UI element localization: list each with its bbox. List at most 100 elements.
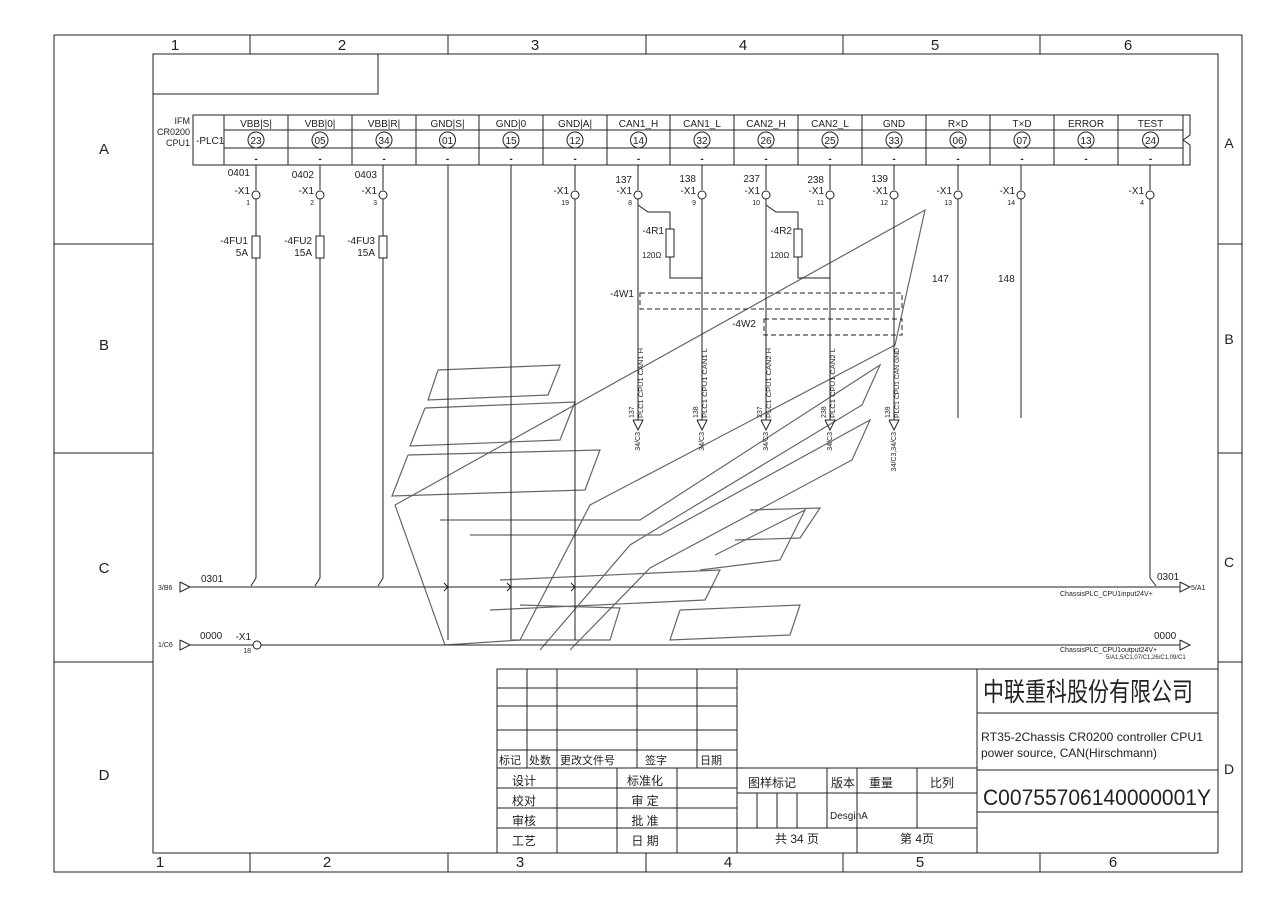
column-label-top: 1 bbox=[171, 37, 179, 54]
bus-0000-in-arrow bbox=[179, 639, 192, 651]
signal-arrow bbox=[760, 419, 772, 432]
terminal-tag: -X1 bbox=[999, 186, 1015, 197]
terminal-circle bbox=[378, 190, 388, 200]
signal-arrow bbox=[632, 419, 644, 432]
resistor-lead bbox=[765, 204, 799, 229]
company-name: 中联重科股份有限公司 bbox=[983, 677, 1193, 707]
resistor-tag: -4R1 bbox=[642, 226, 664, 237]
resistor-symbol bbox=[793, 228, 803, 258]
resistor-value: 120Ω bbox=[642, 251, 661, 260]
plc-pin-name: CAN2_L bbox=[811, 119, 849, 130]
bus-crossing bbox=[443, 582, 449, 592]
terminal-circle bbox=[315, 190, 325, 200]
signal-ref: 34/C3 bbox=[763, 432, 770, 451]
terminal-tag: -X1 bbox=[744, 186, 760, 197]
plc-pin-dot: - bbox=[1020, 154, 1023, 165]
approval-role: 日 期 bbox=[631, 834, 658, 848]
terminal-wire-number: 138 bbox=[679, 174, 696, 185]
terminal-number: 8 bbox=[628, 200, 632, 207]
approval-role: 设计 bbox=[512, 774, 536, 788]
approval-role: 审核 bbox=[512, 813, 536, 828]
bus-0000-out-arrow bbox=[1179, 639, 1192, 651]
bus-0000-wire-right: 0000 bbox=[1154, 631, 1177, 642]
cable-4w1 bbox=[639, 292, 903, 310]
plc-pin-dot: - bbox=[892, 154, 895, 165]
plc-pin-name: GND|0 bbox=[496, 119, 527, 130]
fuse-rating: 5A bbox=[236, 248, 249, 259]
approval-role: 批 准 bbox=[631, 813, 658, 828]
plc-pin-name: R×D bbox=[948, 119, 968, 130]
plc-pin-circle bbox=[1013, 131, 1031, 149]
plc-pin-name: TEST bbox=[1138, 119, 1164, 130]
watermark-logo bbox=[391, 208, 926, 651]
plc-pin-name: GND|A| bbox=[558, 119, 592, 130]
resistor-tag: -4R2 bbox=[770, 226, 792, 237]
terminal-circle bbox=[761, 190, 771, 200]
attribute-header: 比列 bbox=[930, 776, 954, 790]
terminal-wire-number: 237 bbox=[743, 174, 760, 185]
plc-pin-dot: - bbox=[1084, 154, 1087, 165]
terminal-tag: -X1 bbox=[361, 186, 377, 197]
signal-arrow bbox=[824, 419, 836, 432]
bus-0000-from-ref: 1/C6 bbox=[158, 642, 173, 649]
plc-pin-circle bbox=[693, 131, 711, 149]
column-label-bottom: 5 bbox=[916, 854, 924, 871]
row-label-right: C bbox=[1224, 554, 1234, 570]
bus-0000-terminal-tag: -X1 bbox=[235, 632, 251, 643]
terminal-number: 2 bbox=[310, 200, 314, 207]
terminal-tag: -X1 bbox=[872, 186, 888, 197]
terminal-number: 9 bbox=[692, 200, 696, 207]
bus-0000-terminal bbox=[252, 640, 262, 650]
plc-model: CR0200 bbox=[157, 127, 190, 137]
bus-0301-out-arrow bbox=[1179, 581, 1192, 593]
terminal-circle bbox=[697, 190, 707, 200]
column-label-top: 2 bbox=[338, 37, 346, 54]
cable-4w2 bbox=[763, 318, 903, 336]
plc-pin-circle bbox=[630, 131, 647, 149]
terminal-number: 11 bbox=[817, 200, 824, 207]
row-label-right: A bbox=[1224, 135, 1234, 151]
row-label-right: B bbox=[1224, 331, 1233, 347]
terminal-circle bbox=[570, 190, 580, 200]
plc-pin-name: T×D bbox=[1012, 119, 1031, 130]
terminal-wire-number: 137 bbox=[615, 175, 632, 186]
terminal-circle bbox=[825, 190, 835, 200]
terminal-wire-number: 238 bbox=[807, 175, 824, 186]
resistor-lead bbox=[637, 204, 671, 229]
terminal-circle bbox=[1145, 190, 1155, 200]
plc-pin-name: VBB|S| bbox=[240, 119, 272, 130]
plc-pin-name: CAN1_H bbox=[619, 119, 658, 130]
terminal-tag: -X1 bbox=[680, 186, 696, 197]
signal-ref: 34/C3,34/C3 bbox=[891, 432, 898, 471]
plc-pin-circle bbox=[885, 131, 903, 149]
bus-0301-to-ref: 5/A1 bbox=[1191, 585, 1206, 592]
plc-pin-number: 13 bbox=[1080, 136, 1092, 147]
revision-header: 日期 bbox=[700, 754, 722, 767]
column-label-top: 4 bbox=[739, 37, 747, 54]
signal-arrow bbox=[696, 419, 708, 432]
row-label-left: A bbox=[99, 141, 109, 158]
plc-pin-circle bbox=[311, 131, 329, 149]
plc-pin-circle bbox=[439, 131, 456, 149]
cable-4w2-label: -4W2 bbox=[732, 319, 756, 330]
plc-maker: IFM bbox=[175, 116, 191, 126]
plc-pin-number: 32 bbox=[696, 136, 708, 147]
plc-table-end-cap bbox=[1182, 139, 1191, 166]
plc-pin-number: 06 bbox=[952, 136, 964, 147]
row-label-left: D bbox=[99, 767, 110, 784]
fuse-tag: -4FU2 bbox=[284, 236, 312, 247]
plc-pin-name: VBB|0| bbox=[305, 119, 336, 130]
plc-pin-circle bbox=[375, 131, 393, 149]
plc-pin-name: CAN1_L bbox=[683, 119, 721, 130]
plc-pin-dot: - bbox=[828, 154, 831, 165]
terminal-tag: -X1 bbox=[1128, 186, 1144, 197]
plc-pin-dot: - bbox=[700, 154, 703, 165]
plc-pin-circle bbox=[502, 131, 520, 149]
plc-pin-dot: - bbox=[637, 154, 640, 165]
plc-pin-dot: - bbox=[1149, 154, 1152, 165]
bus-0000-terminal-num: 18 bbox=[243, 648, 251, 655]
plc-pin-number: 26 bbox=[760, 136, 772, 147]
fuse-tag: -4FU3 bbox=[347, 236, 375, 247]
plc-pin-number: 23 bbox=[250, 136, 262, 147]
